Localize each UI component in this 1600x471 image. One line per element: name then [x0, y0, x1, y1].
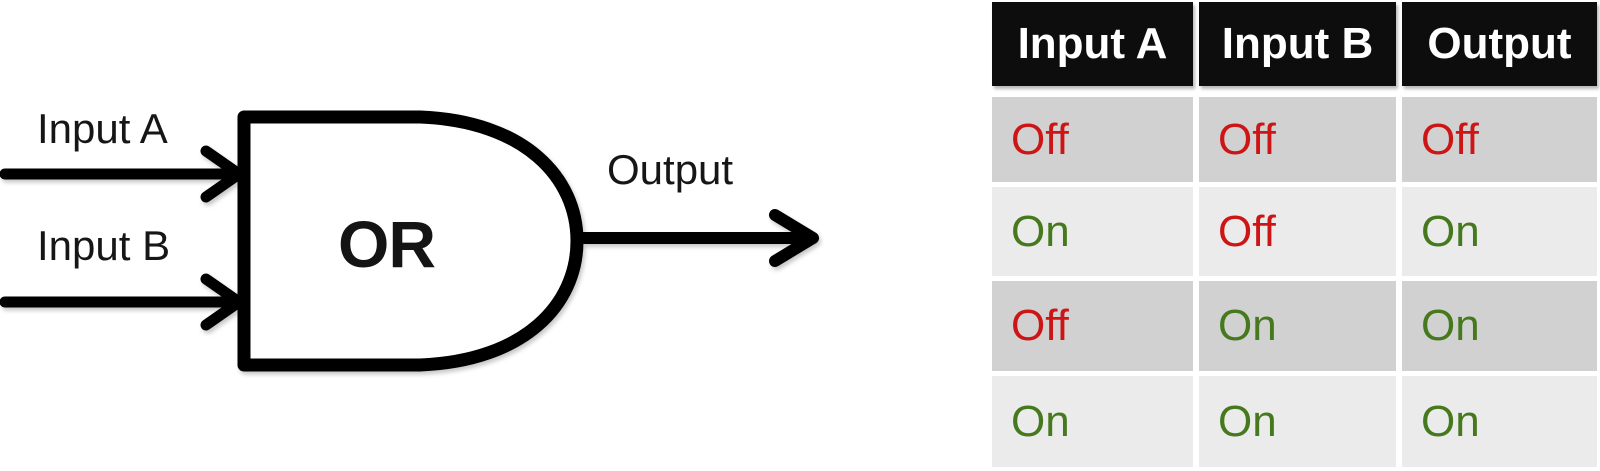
input-b-label: Input B — [37, 222, 171, 269]
table-cell: Off — [1199, 97, 1396, 182]
or-gate-graphic — [0, 110, 819, 372]
table-cell: Off — [1199, 187, 1396, 276]
table-cell: On — [1402, 187, 1597, 276]
table-cell: On — [1199, 376, 1396, 467]
column-header-input-b: Input B — [1199, 2, 1396, 86]
output-arrow — [573, 209, 819, 267]
table-row: On On On — [992, 376, 1597, 467]
table-cell: On — [992, 376, 1193, 467]
truth-table-header-row: Input A Input B Output — [992, 2, 1597, 86]
table-cell: Off — [1402, 97, 1597, 182]
column-header-output: Output — [1402, 2, 1597, 86]
table-row: On Off On — [992, 187, 1597, 276]
table-row: Off On On — [992, 281, 1597, 371]
gate-type-label: OR — [338, 207, 436, 281]
table-row: Off Off Off — [992, 97, 1597, 182]
table-cell: On — [1402, 376, 1597, 467]
input-a-label: Input A — [37, 105, 168, 152]
output-label: Output — [607, 146, 734, 193]
truth-table: Input A Input B Output Off Off Off On Of… — [992, 0, 1597, 467]
table-cell: Off — [992, 281, 1193, 371]
input-a-arrow — [0, 145, 245, 203]
column-header-input-a: Input A — [992, 2, 1193, 86]
table-cell: On — [1199, 281, 1396, 371]
table-cell: On — [1402, 281, 1597, 371]
input-b-arrow — [0, 273, 245, 331]
table-cell: On — [992, 187, 1193, 276]
table-cell: Off — [992, 97, 1193, 182]
